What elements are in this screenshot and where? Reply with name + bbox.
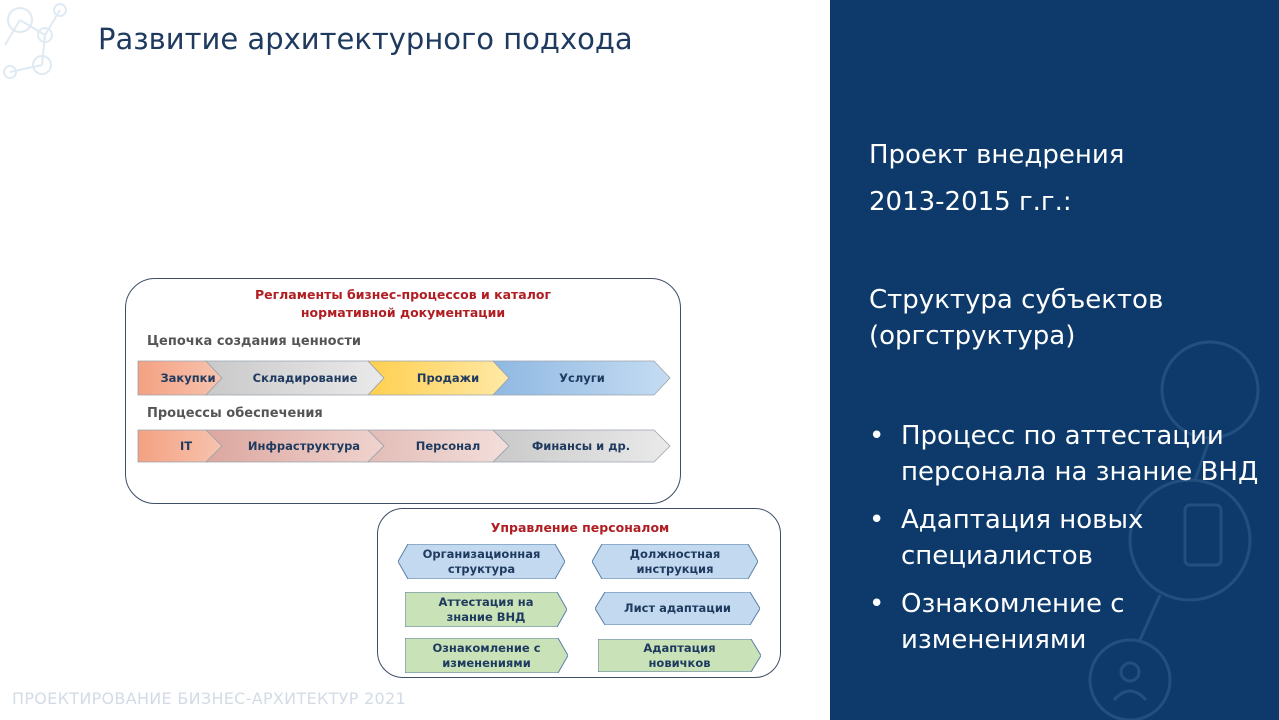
hex-job-description-label: Должностная инструкция: [629, 546, 721, 576]
bullet-item: • Процесс по аттестации персонала на знан…: [869, 418, 1269, 490]
regulations-title: Регламенты бизнес-процессов и каталог но…: [180, 286, 626, 322]
bullet-dot: •: [869, 505, 885, 535]
slide-footer: ПРОЕКТИРОВАНИЕ БИЗНЕС-АРХИТЕКТУР 2021: [12, 689, 406, 708]
hex-familiarization-label: Ознакомление с изменениями: [432, 640, 541, 670]
chevron-label-uslugi: Услуги: [559, 371, 605, 385]
regulations-title-line2: нормативной документации: [300, 305, 506, 320]
hex-attestation-label: Аттестация на знание ВНД: [438, 594, 534, 624]
regulations-title-line1: Регламенты бизнес-процессов и каталог: [254, 287, 552, 302]
hex-attestation: Аттестация на знание ВНД: [405, 592, 567, 627]
chevron-label-zakupki: Закупки: [160, 371, 216, 385]
support-processes-chevrons: [137, 429, 671, 463]
chevron-label-infrastruktura: Инфраструктура: [247, 439, 361, 453]
structure-line1: Структура субъектов: [869, 285, 1164, 315]
panel-bullets: • Процесс по аттестации персонала на знан…: [869, 418, 1269, 670]
bullet-dot: •: [869, 421, 885, 451]
panel-decoration-icon: [1088, 340, 1260, 720]
chevron-label-prodazhi: Продажи: [416, 371, 480, 385]
right-panel: Проект внедрения 2013-2015 г.г.: Структу…: [830, 0, 1279, 720]
bullet-dot: •: [869, 589, 885, 619]
structure-line2: (оргструктура): [869, 321, 1076, 351]
bullet-text: Ознакомление с изменениями: [901, 589, 1125, 655]
bullet-text: Процесс по аттестации персонала на знани…: [901, 421, 1259, 487]
hex-org-structure-label: Организационная структура: [422, 546, 541, 576]
bullet-item: • Адаптация новых специалистов: [869, 502, 1269, 574]
hex-job-description: Должностная инструкция: [592, 544, 758, 579]
chevron-label-personal: Персонал: [415, 439, 481, 453]
hex-org-structure: Организационная структура: [398, 544, 565, 579]
hex-familiarization: Ознакомление с изменениями: [405, 638, 568, 673]
hr-management-title: Управление персоналом: [490, 520, 670, 535]
bullet-item: • Ознакомление с изменениями: [869, 586, 1269, 658]
project-line1: Проект внедрения: [869, 140, 1125, 170]
chevron-uslugi: [492, 360, 671, 396]
chevron-label-skladirovanie: Складирование: [252, 371, 358, 385]
value-chain-label: Цепочка создания ценности: [147, 334, 361, 349]
bullet-text: Адаптация новых специалистов: [901, 505, 1144, 571]
hex-adaptation-sheet: Лист адаптации: [595, 592, 760, 625]
support-processes-row: IT Инфраструктура Персонал Финансы и др.: [137, 429, 671, 463]
slide-title: Развитие архитектурного подхода: [98, 22, 633, 56]
chevron-label-it: IT: [179, 439, 193, 453]
value-chain-chevrons: [137, 360, 671, 396]
chevron-label-finansy: Финансы и др.: [531, 439, 631, 453]
hex-adaptation-sheet-label: Лист адаптации: [624, 601, 731, 615]
network-decoration-icon: [3, 3, 67, 79]
hex-newcomer-adaptation-label: Адаптация новичков: [643, 640, 716, 670]
support-processes-label: Процессы обеспечения: [147, 406, 323, 421]
chevron-finansy: [492, 429, 671, 463]
project-line2: 2013-2015 г.г.:: [869, 187, 1072, 217]
hex-newcomer-adaptation: Адаптация новичков: [598, 639, 761, 672]
value-chain-row: Закупки Складирование Продажи Услуги: [137, 360, 671, 396]
